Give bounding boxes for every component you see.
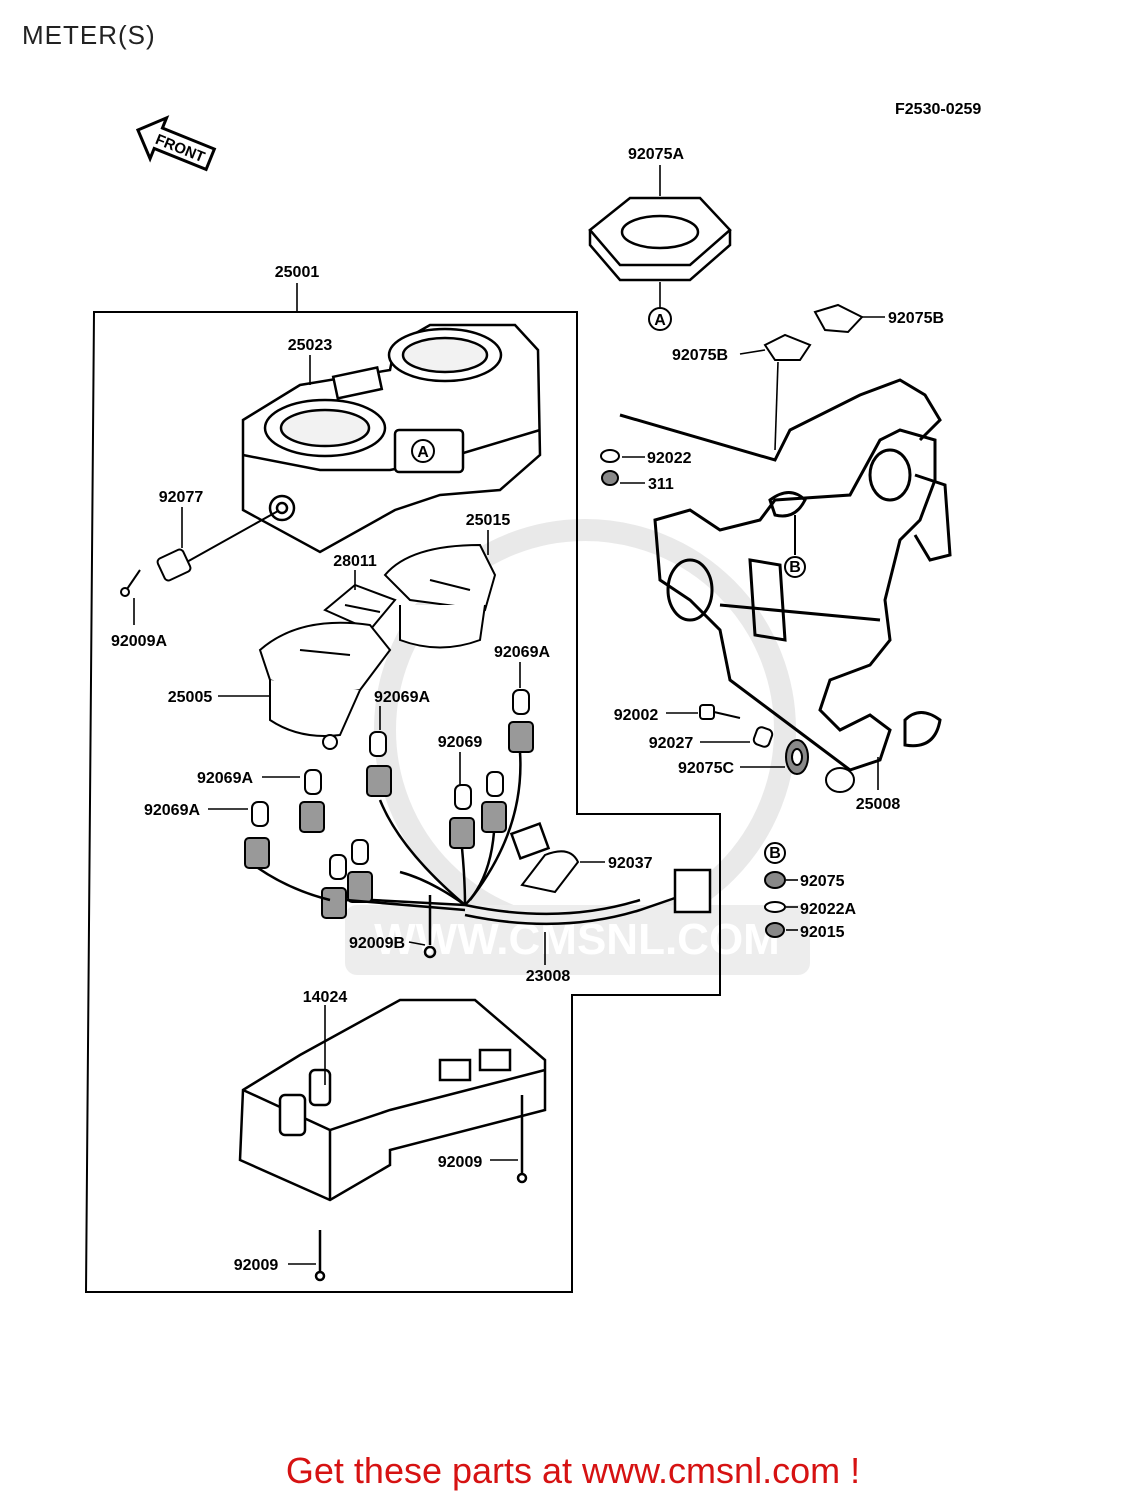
label-92009-bottom: 92009 — [234, 1257, 279, 1274]
label-25005: 25005 — [168, 689, 213, 706]
callout-b-on-bracket: B — [784, 515, 806, 578]
label-92075A: 92075A — [628, 146, 684, 163]
label-92009A: 92009A — [111, 633, 167, 650]
svg-text:B: B — [789, 559, 801, 576]
trip-knob-92077 — [120, 510, 279, 597]
label-92069A-top: 92069A — [494, 644, 550, 661]
label-92075B-lower: 92075B — [672, 347, 728, 364]
label-92022: 92022 — [647, 450, 692, 467]
label-92075: 92075 — [800, 873, 845, 890]
label-14024: 14024 — [303, 989, 348, 1006]
grommet-92075A — [588, 196, 732, 282]
label-92037: 92037 — [608, 855, 653, 872]
figure-code: F2530-0259 — [895, 101, 981, 118]
assembly-boundary — [84, 311, 721, 1293]
label-92002: 92002 — [614, 707, 659, 724]
promo-banner[interactable]: Get these parts at www.cmsnl.com ! — [285, 1450, 861, 1491]
clamp-92037 — [520, 850, 580, 894]
label-92027: 92027 — [649, 735, 694, 752]
label-25015: 25015 — [466, 512, 511, 529]
front-arrow-icon: FRONT — [135, 115, 217, 172]
label-92069A-left-upper: 92069A — [197, 770, 253, 787]
label-25008: 25008 — [856, 796, 901, 813]
label-28011: 28011 — [333, 553, 377, 570]
svg-text:A: A — [654, 312, 666, 329]
meter-bracket-25008 — [619, 378, 952, 772]
meter-25005 — [258, 621, 392, 750]
svg-text:A: A — [417, 444, 429, 461]
callout-a-on-case: A — [411, 439, 435, 463]
watermark: WWW.CMSNL.COM — [345, 519, 810, 975]
label-92077: 92077 — [159, 489, 204, 506]
label-311: 311 — [648, 476, 674, 493]
label-23008: 23008 — [526, 968, 571, 985]
label-92069: 92069 — [438, 734, 483, 751]
grommet-92075B — [763, 303, 864, 361]
page-title: METER(S) — [22, 20, 156, 50]
label-92069A-middle: 92069A — [374, 689, 430, 706]
callout-a-on-grommet: A — [648, 307, 672, 331]
label-92069A-left-lower: 92069A — [144, 802, 200, 819]
meter-case-25023 — [241, 323, 542, 554]
fastener-stack — [764, 842, 786, 938]
label-25023: 25023 — [288, 337, 333, 354]
label-92075C: 92075C — [678, 760, 734, 777]
wire-harness-23008 — [257, 751, 712, 959]
label-25001: 25001 — [275, 264, 320, 281]
leader-lines — [133, 165, 885, 1265]
meter-25015 — [383, 543, 497, 649]
washer-92022 — [600, 449, 620, 486]
label-92009B: 92009B — [349, 935, 405, 952]
label-92009-right: 92009 — [438, 1154, 483, 1171]
label-92022A: 92022A — [800, 901, 856, 918]
callout-b-on-stack: B — [769, 845, 781, 862]
meter-cover-14024 — [238, 998, 547, 1282]
label-92075B-upper: 92075B — [888, 310, 944, 327]
bulb-sockets — [244, 689, 534, 919]
part-labels: 92075A 25001 92075B 92075B 25023 92022 3… — [111, 146, 944, 1274]
bolt-92002 — [699, 704, 855, 793]
label-92015: 92015 — [800, 924, 845, 941]
